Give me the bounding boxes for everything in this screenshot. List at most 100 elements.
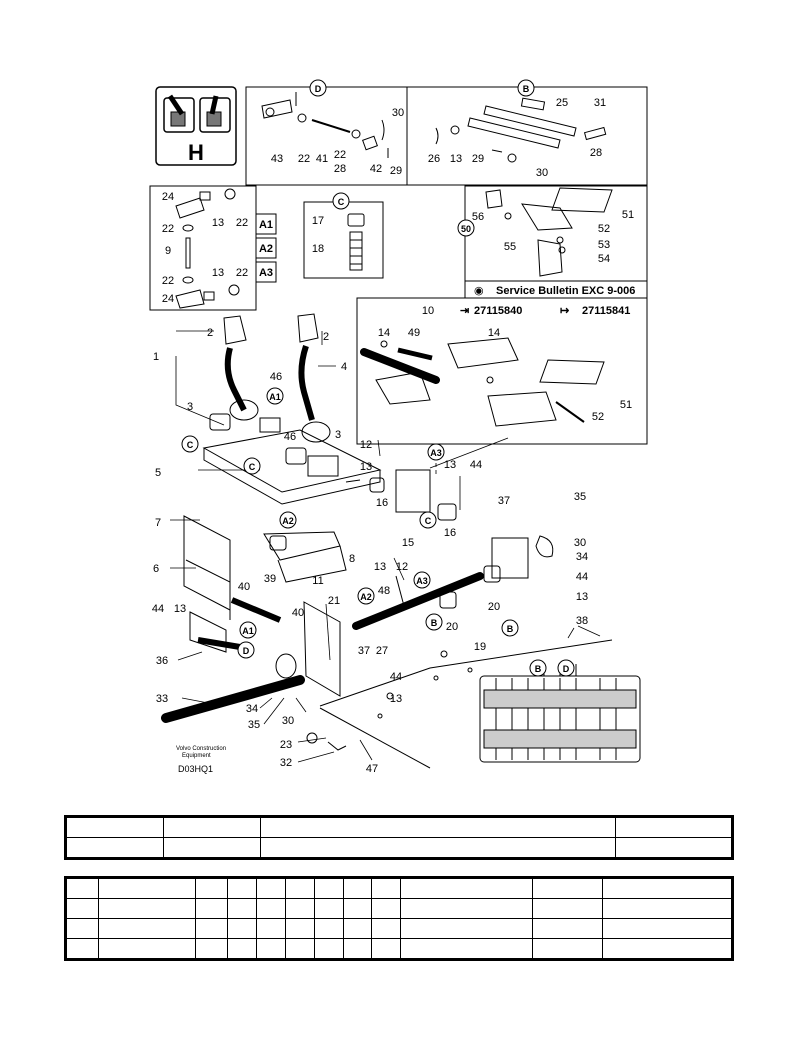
table-cell xyxy=(313,918,344,939)
table-cell xyxy=(66,918,99,939)
part-label: 39 xyxy=(264,573,276,585)
part-label: 13 xyxy=(450,153,462,165)
callout-a1: A1 xyxy=(242,626,254,636)
brand-line-2: Equipment xyxy=(182,753,211,759)
part-label: 53 xyxy=(598,239,610,251)
arrow-from-icon: ⇥ xyxy=(460,305,469,317)
part-label: 2 xyxy=(323,331,329,343)
part-label: 29 xyxy=(390,165,402,177)
table-cell xyxy=(194,918,228,939)
part-label: 22 xyxy=(236,267,248,279)
detail-b-drawing xyxy=(435,97,607,163)
part-label: 20 xyxy=(446,621,458,633)
part-label: 36 xyxy=(156,655,168,667)
leader-lines xyxy=(170,330,601,763)
side-tab-label: A3 xyxy=(259,267,273,279)
detail-c-box xyxy=(303,201,384,279)
part-label: 38 xyxy=(576,615,588,627)
callout-b: B xyxy=(507,624,514,634)
table-cell xyxy=(97,898,196,919)
table-cell xyxy=(532,898,604,919)
operator-controls-icon-box xyxy=(155,86,237,166)
part-label: 30 xyxy=(282,715,294,727)
part-label: 25 xyxy=(556,97,568,109)
table-cell xyxy=(66,938,99,959)
part-label: 31 xyxy=(594,97,606,109)
part-label: 12 xyxy=(396,561,408,573)
table-cell xyxy=(97,878,196,899)
part-label: 8 xyxy=(349,553,355,565)
brand-line-1: Volvo Construction xyxy=(176,746,226,752)
table-cell xyxy=(602,938,732,959)
table-cell xyxy=(371,878,402,899)
table-cell xyxy=(532,878,604,899)
part-label: 13 xyxy=(390,693,402,705)
table-cell xyxy=(194,938,228,959)
info-table xyxy=(64,815,734,860)
pedal-serial-box xyxy=(356,297,648,445)
part-label: 12 xyxy=(360,439,372,451)
part-label: 21 xyxy=(328,595,340,607)
part-label: 37 xyxy=(498,495,510,507)
part-label: 16 xyxy=(444,527,456,539)
callout-b: B xyxy=(535,664,542,674)
table-cell xyxy=(284,898,315,919)
table-cell xyxy=(66,837,164,858)
part-label: 6 xyxy=(153,563,159,575)
part-label: 23 xyxy=(280,739,292,751)
callout-d: D xyxy=(563,664,570,674)
part-label: 3 xyxy=(187,401,193,413)
callout-b: B xyxy=(523,84,530,94)
part-label: 34 xyxy=(246,703,258,715)
part-label: 3 xyxy=(335,429,341,441)
part-label: 20 xyxy=(488,601,500,613)
callout-c: C xyxy=(425,516,432,526)
part-label: 5 xyxy=(155,467,161,479)
pedal-drawing-1 xyxy=(485,187,613,277)
part-label: 37 xyxy=(358,645,370,657)
table-cell xyxy=(162,817,261,838)
callout-c: C xyxy=(338,197,345,207)
table-cell xyxy=(342,938,373,959)
detail-c-drawing xyxy=(347,213,365,271)
side-tab-a2 xyxy=(255,237,277,259)
part-label: 24 xyxy=(162,293,174,305)
serial-from: 27115840 xyxy=(474,305,522,317)
callout-a3: A3 xyxy=(416,576,428,586)
part-label: 22 xyxy=(298,153,310,165)
part-label: 14 xyxy=(488,327,500,339)
table-cell xyxy=(255,938,286,959)
section-letter: H xyxy=(188,140,204,165)
service-bulletin-text: Service Bulletin EXC 9-006 xyxy=(496,285,635,297)
part-label: 43 xyxy=(271,153,283,165)
part-label: 40 xyxy=(292,607,304,619)
side-tab-a3 xyxy=(255,261,277,283)
table-cell xyxy=(371,898,402,919)
table-cell xyxy=(259,817,617,838)
drawing-code: D03HQ1 xyxy=(178,764,213,774)
table-cell xyxy=(255,878,286,899)
pedal-drawing-2 xyxy=(360,337,605,427)
table-cell xyxy=(255,898,286,919)
part-label: 44 xyxy=(152,603,164,615)
table-cell xyxy=(194,898,228,919)
part-label: 42 xyxy=(370,163,382,175)
part-label: 48 xyxy=(378,585,390,597)
part-label: 22 xyxy=(162,223,174,235)
callout-d: D xyxy=(243,646,250,656)
part-label: 32 xyxy=(280,757,292,769)
part-label: 40 xyxy=(238,581,250,593)
part-label: 7 xyxy=(155,517,161,529)
table-cell xyxy=(66,898,99,919)
parts-table xyxy=(64,876,734,961)
callout-b: B xyxy=(431,618,438,628)
part-label: 28 xyxy=(334,163,346,175)
callout-50: 50 xyxy=(461,224,471,234)
part-label: 30 xyxy=(536,167,548,179)
detail-d-drawing xyxy=(261,92,389,158)
table-cell xyxy=(400,918,534,939)
part-label: 49 xyxy=(408,327,420,339)
part-label: 46 xyxy=(270,371,282,383)
table-cell xyxy=(371,918,402,939)
table-cell xyxy=(615,837,732,858)
